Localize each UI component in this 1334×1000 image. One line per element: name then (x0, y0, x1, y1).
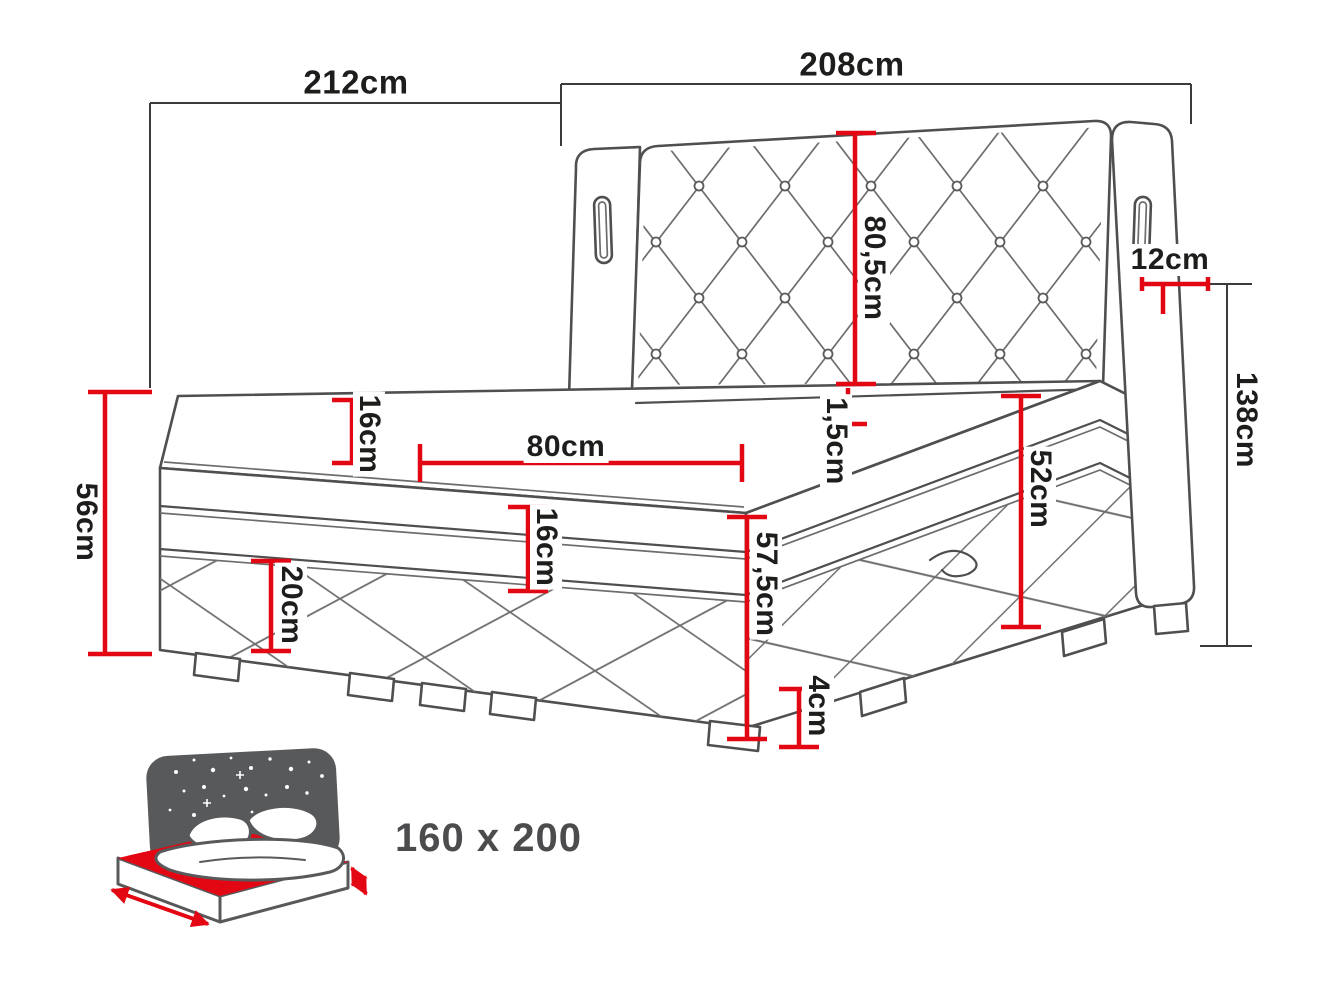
dim-front-height-label: 57,5cm (750, 528, 783, 640)
dim-headboard-panel-height-label: 80,5cm (858, 212, 891, 324)
dim-wing-depth-label: 12cm (1127, 244, 1213, 276)
headboard-left-wing (567, 145, 642, 399)
side-handle-detail (928, 549, 978, 578)
dim-base-height-label: 56cm (70, 479, 103, 565)
dim-total-width-label: 212cm (300, 64, 412, 100)
icon-length-arrow (110, 886, 210, 928)
headboard-slot-left-icon (592, 195, 614, 265)
bed-base (158, 379, 1152, 753)
dim-mattress-lip-label: 1,5cm (820, 394, 853, 488)
headboard-tufting-pattern (638, 127, 1104, 385)
icon-width-arrow (350, 866, 368, 896)
dim-box-quilt-height-label: 20cm (275, 562, 308, 648)
dim-leg-height-label: 4cm (802, 672, 835, 740)
bed-size-label: 160 x 200 (395, 816, 582, 860)
dim-half-width-label: 80cm (523, 431, 609, 463)
dim-total-height-label: 138cm (1230, 369, 1263, 471)
icon-duvet (154, 837, 346, 882)
dim-side-quilt-height-label: 52cm (1024, 446, 1057, 532)
dim-mattress-thickness-label: 16cm (530, 504, 563, 590)
dim-topper-thickness-label: 16cm (353, 391, 386, 477)
dim-headboard-width-label: 208cm (796, 46, 908, 82)
outer-dimension-lines (149, 83, 1252, 647)
bed-size-icon (110, 748, 368, 928)
